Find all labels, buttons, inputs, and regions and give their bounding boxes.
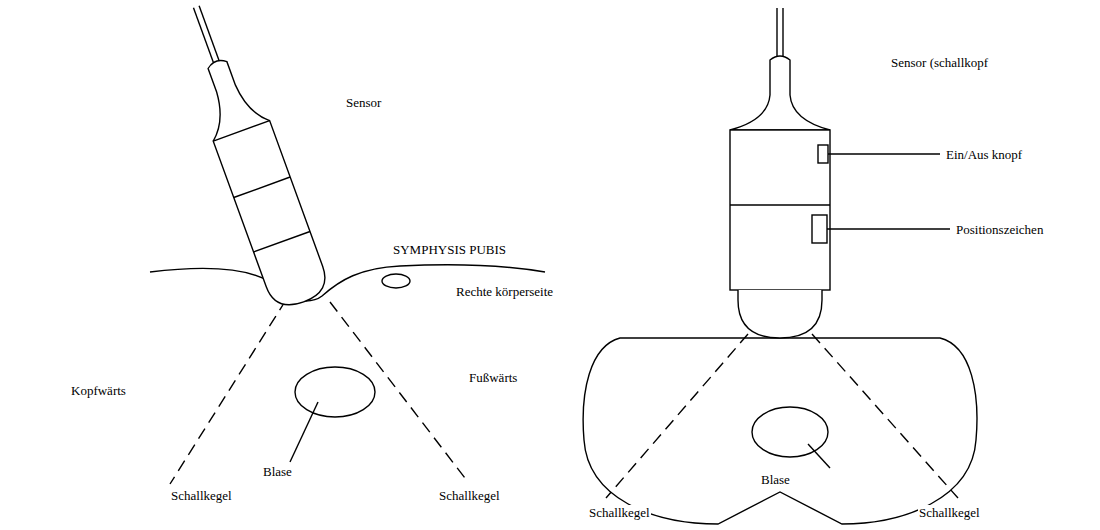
direction-label: Fußwärts <box>468 370 518 385</box>
part-label: Schallkegel <box>588 505 651 520</box>
sound-cone-line <box>812 334 958 498</box>
probe <box>168 0 332 312</box>
leader-line <box>808 444 830 468</box>
bladder <box>295 367 375 417</box>
sound-cone-line <box>330 302 468 482</box>
part-label: Sensor (schallkopf <box>890 55 989 70</box>
position-mark <box>812 215 827 243</box>
part-label: Schallkegel <box>918 505 981 520</box>
bladder <box>752 407 828 457</box>
sound-cone-line <box>170 300 286 484</box>
symphysis-pubis <box>382 274 410 288</box>
side-label: Rechte körperseite <box>455 284 554 299</box>
part-label: SYMPHYSIS PUBIS <box>392 242 507 257</box>
power-button <box>818 145 828 163</box>
part-label: Schallkegel <box>438 488 501 503</box>
leader-line <box>290 402 318 462</box>
part-label: Sensor <box>345 95 382 110</box>
body-cross-section <box>583 338 977 524</box>
part-label: Positionszeichen <box>955 222 1044 237</box>
part-label: Blase <box>262 464 293 479</box>
sound-cone-line <box>606 334 748 498</box>
part-label: Blase <box>760 472 791 487</box>
part-label: Ein/Aus knopf <box>945 147 1023 162</box>
part-label: Schallkegel <box>170 488 233 503</box>
direction-label: Kopfwärts <box>70 383 127 398</box>
